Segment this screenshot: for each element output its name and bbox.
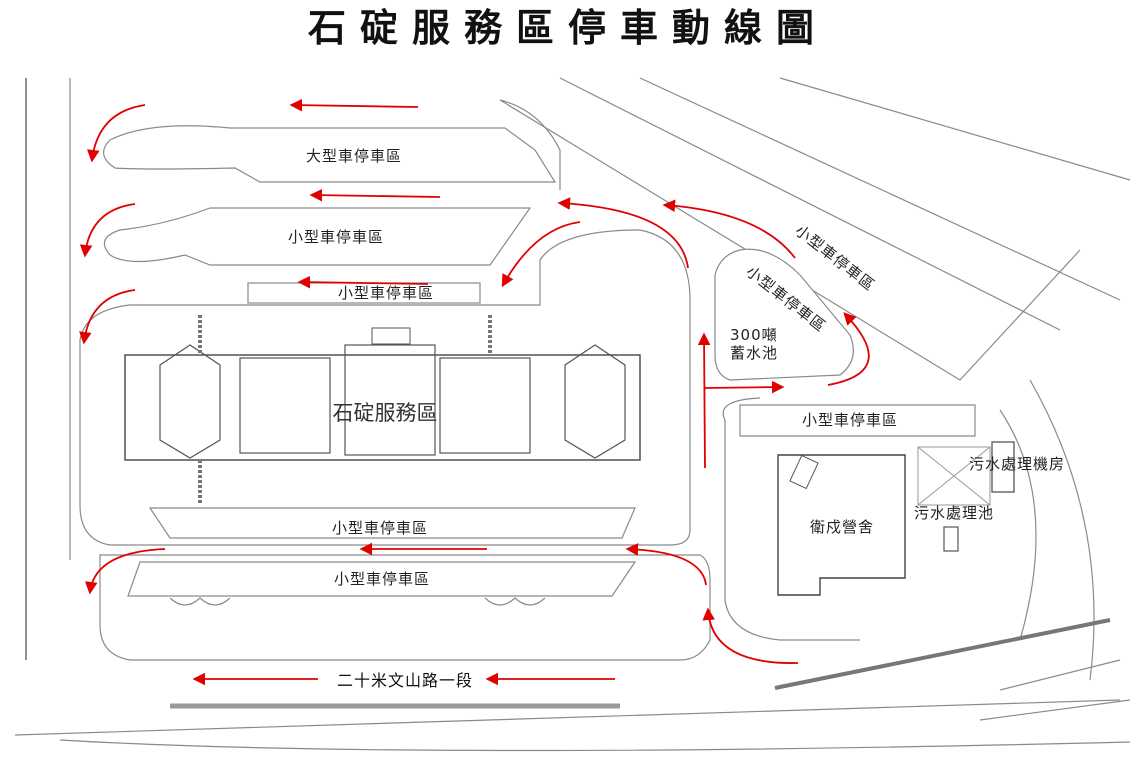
road-outlines bbox=[14, 77, 1131, 752]
east-curve-2 bbox=[1029, 379, 1095, 681]
sewage-cross-2 bbox=[917, 446, 991, 506]
service-area-label: 石碇服務區 bbox=[333, 401, 438, 425]
sewage-room-label: 污水處理機房 bbox=[969, 455, 1065, 473]
sewage-tank bbox=[943, 526, 959, 552]
south-loop bbox=[99, 554, 711, 661]
flow-arrow bbox=[309, 188, 441, 202]
flow-arrow bbox=[703, 380, 785, 394]
south-road-edge bbox=[14, 699, 1121, 736]
ramp-edge-2 bbox=[979, 699, 1131, 721]
flow-arrow bbox=[79, 203, 136, 258]
flow-arrow bbox=[297, 275, 429, 289]
flow-arrow bbox=[827, 312, 870, 386]
entrance-north bbox=[371, 327, 411, 345]
flow-arrow bbox=[697, 332, 711, 469]
large-vehicle-lot bbox=[103, 125, 557, 183]
flow-arrow bbox=[289, 98, 419, 112]
east-area-outline bbox=[724, 420, 860, 641]
east-curve bbox=[999, 409, 1037, 641]
flow-arrow bbox=[501, 221, 581, 288]
ramp-edge bbox=[999, 659, 1121, 691]
small-lot-upper-label: 小型車停車區 bbox=[288, 228, 384, 246]
flow-arrow bbox=[557, 197, 689, 269]
flow-arrow bbox=[625, 543, 707, 586]
planter-west bbox=[169, 597, 231, 606]
small-lot-south-2 bbox=[127, 561, 637, 597]
flow-arrow bbox=[662, 199, 796, 259]
sewage-pool-box bbox=[917, 446, 991, 506]
road-name-label: 二十米文山路一段 bbox=[337, 671, 473, 690]
barracks-building bbox=[777, 454, 906, 596]
hall-west bbox=[239, 357, 331, 454]
small-lot-north-label: 小型車停車區 bbox=[338, 284, 434, 302]
hall-east bbox=[439, 357, 531, 454]
east-road-edge-4 bbox=[779, 77, 1131, 181]
ramp-divider bbox=[774, 618, 1111, 690]
octagon-west bbox=[159, 344, 221, 459]
flow-arrow bbox=[87, 104, 146, 163]
barracks-stair bbox=[789, 454, 819, 490]
south-road-outer bbox=[59, 739, 1131, 752]
small-lot-south-1-label: 小型車停車區 bbox=[332, 519, 428, 537]
planter-east bbox=[484, 597, 546, 606]
east-road-edge-3 bbox=[639, 77, 1121, 301]
lot-island-edge bbox=[499, 99, 561, 190]
reservoir-label-line1: 300噸 bbox=[730, 326, 778, 344]
reservoir-label-line2: 蓄水池 bbox=[730, 344, 778, 362]
barracks-label: 衛戍營舍 bbox=[810, 518, 874, 536]
large-lot-label: 大型車停車區 bbox=[306, 147, 402, 165]
reservoir-island bbox=[714, 248, 854, 381]
east-road-edge-2 bbox=[559, 77, 1061, 331]
hall-center bbox=[344, 344, 436, 456]
small-lot-south-2-label: 小型車停車區 bbox=[334, 570, 430, 588]
small-lot-east-label: 小型車停車區 bbox=[802, 411, 898, 429]
flow-arrow bbox=[79, 289, 136, 345]
small-lot-south-1 bbox=[148, 507, 636, 539]
service-building: 石碇服務區 bbox=[124, 315, 641, 505]
octagon-east bbox=[564, 344, 626, 459]
map-title: 石碇服務區停車動線圖 bbox=[307, 6, 828, 50]
flow-arrow bbox=[702, 607, 799, 664]
parking-flow-map: 石碇服務區 衛戍營舍 污水處理機房 污水處理池 大型車停車區 小型車停車區 小型… bbox=[14, 77, 1131, 752]
service-building-footprint bbox=[124, 354, 641, 461]
flow-arrow bbox=[85, 548, 166, 595]
east-road-edge bbox=[499, 99, 1081, 381]
small-lot-upper bbox=[103, 207, 532, 266]
sewage-room-box bbox=[991, 441, 1015, 493]
sewage-pool-label: 污水處理池 bbox=[914, 504, 994, 522]
small-lot-east bbox=[739, 404, 976, 437]
traffic-flow-arrows bbox=[79, 98, 870, 686]
east-lot-edge bbox=[722, 397, 761, 421]
